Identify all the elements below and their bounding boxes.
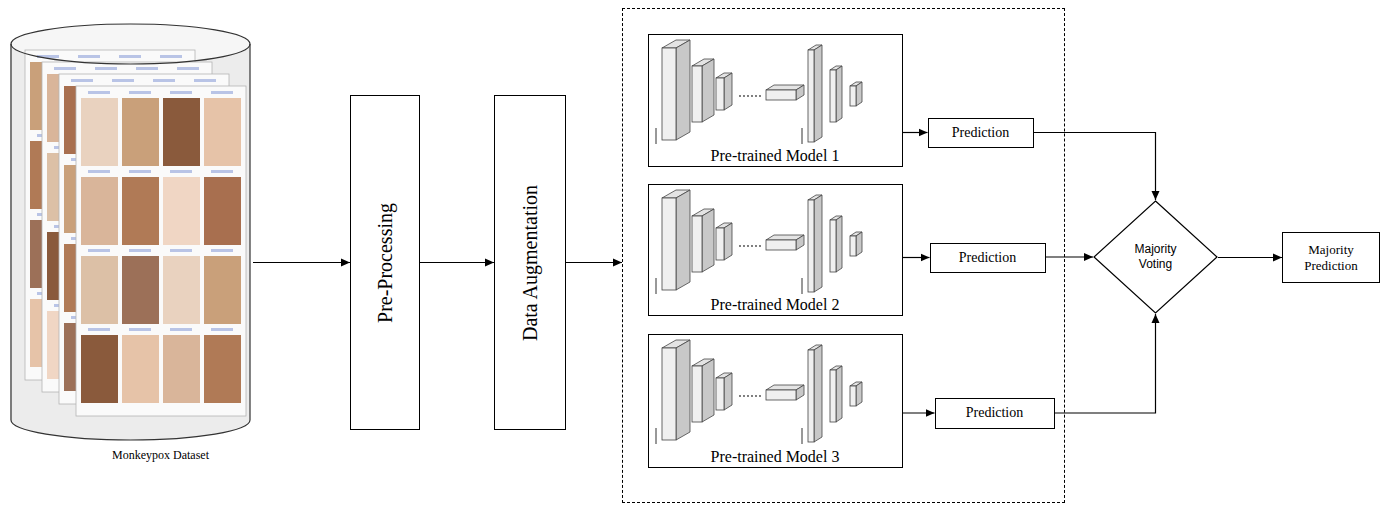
box-label: Prediction — [966, 405, 1024, 421]
prediction-box: Prediction — [928, 118, 1034, 148]
arrow-connector — [903, 132, 928, 133]
prediction-box: Prediction — [930, 243, 1046, 273]
box-label: Prediction — [952, 125, 1010, 141]
cylinder-outline — [8, 22, 253, 442]
arrow-connector — [1046, 256, 1094, 257]
prediction-box: Prediction — [935, 398, 1055, 429]
process-box: Data Augmentation — [494, 95, 566, 430]
box-label: Prediction — [959, 250, 1017, 266]
dataset-label: Monkeypox Dataset — [38, 448, 283, 463]
model-box: Pre-trained Model 2 — [648, 184, 903, 316]
arrow-connector — [903, 257, 930, 258]
model-label: Pre-trained Model 1 — [711, 147, 840, 165]
dataset-cylinder: Monkeypox Dataset — [8, 22, 253, 442]
decision-diamond: Majority Voting — [1093, 200, 1218, 314]
model-box: Pre-trained Model 1 — [648, 34, 903, 167]
arrow-connector — [420, 262, 494, 263]
model-label: Pre-trained Model 2 — [711, 296, 840, 314]
model-box: Pre-trained Model 3 — [648, 334, 903, 468]
box-label: Pre-Processing — [374, 203, 397, 323]
box-label: Majority Voting — [1124, 242, 1188, 272]
arrow-connector — [253, 262, 350, 263]
arrow-connector — [566, 262, 622, 263]
box-label: Majority Prediction — [1296, 242, 1366, 274]
process-box: Pre-Processing — [350, 95, 420, 430]
box-label: Data Augmentation — [519, 184, 542, 340]
ensemble-group: Pre-trained Model 1PredictionPre-trained… — [622, 8, 1065, 503]
arrow-connector — [903, 412, 935, 413]
arrow-connector — [1055, 314, 1156, 413]
arrow-connector — [1218, 257, 1282, 258]
model-label: Pre-trained Model 3 — [711, 448, 840, 466]
arrow-connector — [1034, 133, 1156, 201]
prediction-box: Majority Prediction — [1282, 232, 1380, 283]
